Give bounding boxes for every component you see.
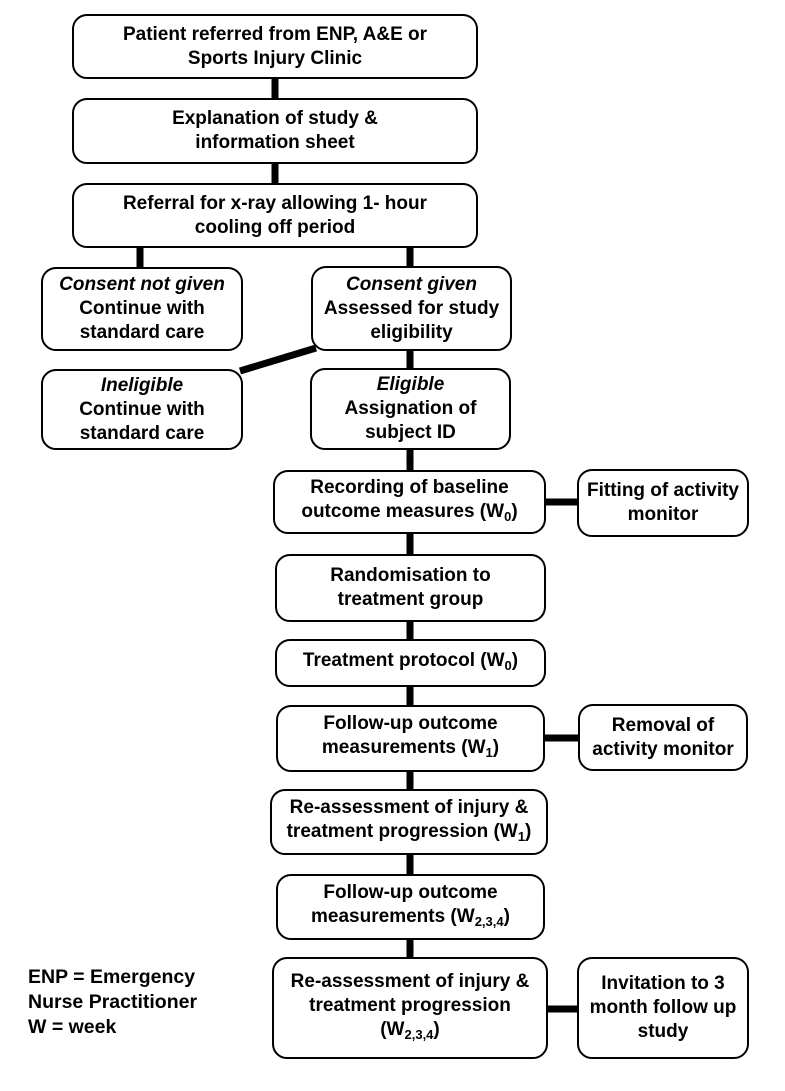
flow-box-line: Re-assessment of injury &: [289, 796, 529, 818]
text-segment: ): [511, 649, 519, 671]
text-segment: ): [503, 905, 510, 927]
legend-line: Nurse Practitioner: [28, 991, 198, 1013]
text-segment: treatment progression (W: [286, 820, 518, 842]
flow-box-line: Follow-up outcome: [323, 713, 498, 734]
flow-box-line: treatment progression: [309, 994, 511, 1016]
flow-box-line: Removal of: [611, 714, 715, 736]
flow-box-invitation-followup-study: Invitation to 3 month follow up study: [577, 957, 749, 1059]
flow-box-line: Assignation of: [344, 398, 477, 419]
flow-box-line: measurements (W2,3,4): [311, 905, 510, 934]
text-segment: measurements (W: [311, 905, 475, 927]
flow-box-line: Continue with: [79, 398, 205, 420]
abbreviation-legend: ENP = Emergency Nurse Practitioner W = w…: [28, 965, 197, 1040]
subscript: 0: [504, 508, 512, 524]
flow-box-line: information sheet: [195, 132, 355, 153]
flow-box-line: standard care: [79, 422, 205, 444]
text-segment: ): [511, 500, 518, 522]
subscript: 2,3,4: [474, 913, 504, 929]
flow-box-line: month follow up: [589, 997, 737, 1018]
subscript: 2,3,4: [404, 1026, 434, 1042]
text-segment: outcome measures (W: [301, 500, 505, 522]
connector-consent-given-ineligible: [238, 344, 318, 375]
flow-box-line: Patient referred from ENP, A&E or: [122, 23, 428, 45]
flow-box-line: treatment progression (W1): [287, 820, 532, 849]
flow-box-line: Sports Injury Clinic: [187, 47, 363, 69]
flow-box-eligible: Eligible Assignation of subject ID: [310, 368, 511, 450]
flow-box-fitting-activity-monitor: Fitting of activity monitor: [577, 469, 749, 537]
flow-box-consent-not-given: Consent not given Continue with standard…: [41, 267, 243, 351]
flow-box-explanation-of-study: Explanation of study & information sheet: [72, 98, 478, 164]
flow-box-patient-referral: Patient referred from ENP, A&E or Sports…: [72, 14, 478, 79]
flow-box-line: Explanation of study &: [172, 108, 378, 129]
text-segment: ): [433, 1018, 440, 1040]
legend-line: W = week: [28, 1016, 117, 1038]
flow-box-heading: Consent given: [346, 273, 477, 295]
flow-box-line: study: [637, 1021, 689, 1042]
flow-box-line: cooling off period: [194, 216, 356, 238]
flow-box-line: eligibility: [370, 321, 453, 343]
flow-box-line: standard care: [79, 322, 205, 343]
flow-box-line: Follow-up outcome: [323, 881, 498, 903]
text-segment: ): [492, 737, 500, 758]
flow-box-followup-w1: Follow-up outcome measurements (W1): [276, 705, 545, 772]
flow-box-line: (W2,3,4): [380, 1018, 440, 1047]
text-segment: Treatment protocol (W: [302, 649, 505, 671]
flow-box-heading: Consent not given: [59, 274, 225, 295]
flow-box-line: Randomisation to: [330, 565, 491, 586]
flow-box-xray-referral: Referral for x-ray allowing 1- hour cool…: [72, 183, 478, 248]
legend-line: ENP = Emergency: [28, 966, 196, 988]
flow-box-treatment-protocol: Treatment protocol (W0): [275, 639, 546, 687]
subscript: 1: [485, 745, 493, 760]
flow-box-line: monitor: [627, 504, 699, 525]
flow-box-line: activity monitor: [592, 738, 734, 760]
flow-box-ineligible: Ineligible Continue with standard care: [41, 369, 243, 450]
flow-box-randomisation: Randomisation to treatment group: [275, 554, 546, 622]
flow-box-removal-activity-monitor: Removal of activity monitor: [578, 704, 748, 771]
flow-box-line: Treatment protocol (W0): [303, 649, 518, 678]
text-segment: measurements (W: [321, 737, 486, 758]
flow-box-line: Fitting of activity: [587, 480, 739, 501]
text-segment: (W: [380, 1018, 405, 1040]
flow-box-reassessment-w234: Re-assessment of injury & treatment prog…: [272, 957, 548, 1059]
flow-box-reassessment-w1: Re-assessment of injury & treatment prog…: [270, 789, 548, 855]
flow-box-followup-w234: Follow-up outcome measurements (W2,3,4): [276, 874, 545, 940]
flow-box-line: Recording of baseline: [310, 476, 509, 498]
flow-box-heading: Eligible: [376, 374, 445, 395]
flow-box-consent-given: Consent given Assessed for study eligibi…: [311, 266, 512, 351]
flow-box-baseline-recording: Recording of baseline outcome measures (…: [273, 470, 546, 534]
flow-box-line: outcome measures (W0): [301, 500, 517, 529]
subscript: 1: [517, 828, 526, 844]
flow-box-line: Assessed for study: [323, 297, 500, 319]
flow-box-line: Continue with: [79, 298, 205, 319]
flow-box-line: subject ID: [365, 422, 456, 443]
subscript: 0: [504, 657, 512, 673]
flow-box-line: Referral for x-ray allowing 1- hour: [122, 192, 428, 214]
flow-box-line: measurements (W1): [322, 736, 499, 765]
flow-box-heading: Ineligible: [100, 374, 184, 396]
text-segment: ): [525, 820, 532, 842]
flow-box-line: Re-assessment of injury &: [290, 970, 530, 992]
flow-box-line: treatment group: [337, 589, 484, 610]
flow-box-line: Invitation to 3: [601, 973, 725, 994]
